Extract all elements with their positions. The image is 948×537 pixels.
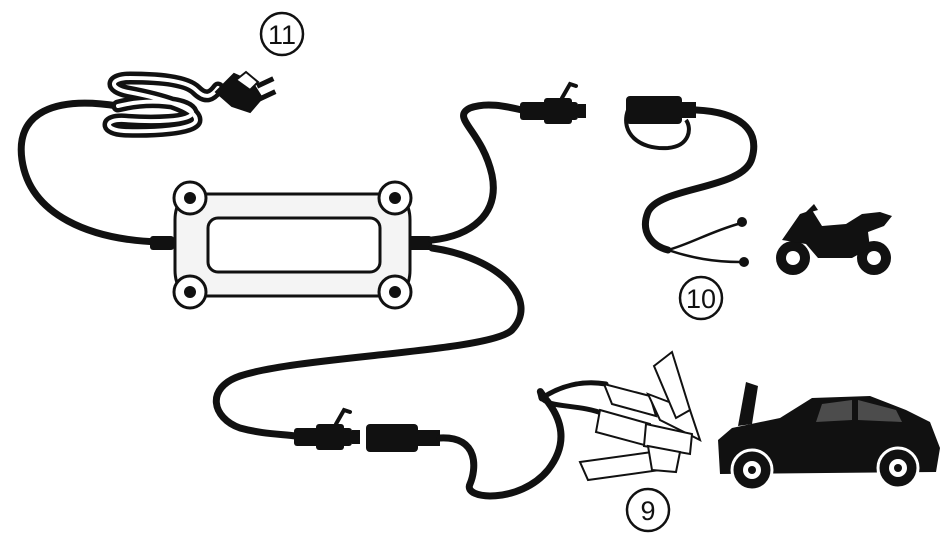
callout-9: 9 (625, 487, 671, 533)
callout-10-label: 10 (686, 284, 716, 314)
battery-charger-icon (150, 180, 432, 310)
callout-11: 11 (259, 11, 305, 57)
mains-cable (17, 71, 225, 246)
upper-quick-connector-icon (520, 81, 586, 124)
callout-11-label: 11 (268, 20, 296, 50)
car-icon (718, 382, 940, 492)
lower-quick-connector-icon (294, 407, 360, 450)
callout-10: 10 (678, 275, 724, 321)
mount-hole-top-right (377, 180, 413, 216)
mains-plug-icon (214, 70, 277, 114)
callout-9-label: 9 (640, 496, 655, 526)
ring-terminal-icon (737, 217, 749, 267)
motorcycle-lead-cable (642, 106, 758, 264)
mount-hole-top-left (172, 180, 208, 216)
mount-hole-bottom-left (172, 274, 208, 310)
car-lead-connector-icon (366, 424, 440, 452)
mount-hole-bottom-right (377, 274, 413, 310)
car-lead-cable (436, 380, 609, 500)
motorcycle-icon (776, 204, 892, 275)
alligator-clamp-icon (578, 350, 702, 482)
upper-output-cable (428, 101, 526, 244)
motorcycle-lead-connector-icon (624, 96, 696, 151)
lower-output-cable (212, 244, 525, 440)
